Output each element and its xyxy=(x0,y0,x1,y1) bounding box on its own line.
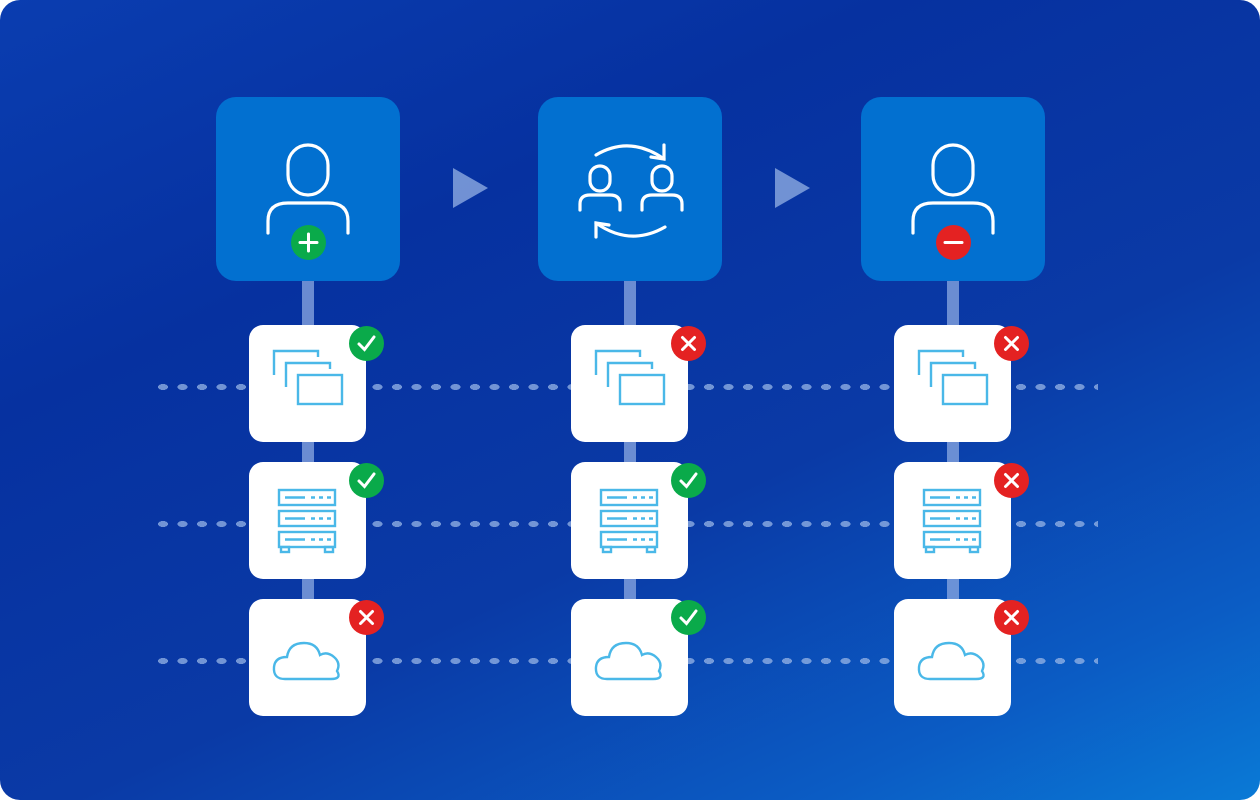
x-status-icon xyxy=(994,463,1029,498)
windows-resource-card xyxy=(571,325,688,442)
windows-icon xyxy=(917,349,989,406)
user-transfer-tile xyxy=(538,97,722,281)
minus-badge-icon xyxy=(936,225,971,260)
user-transfer-icon xyxy=(578,143,684,239)
cloud-resource-card xyxy=(249,599,366,716)
x-status-icon xyxy=(671,326,706,361)
check-status-icon xyxy=(349,463,384,498)
arrow-right-icon xyxy=(775,168,810,208)
server-resource-card xyxy=(571,462,688,579)
check-status-icon xyxy=(671,463,706,498)
cloud-icon xyxy=(917,641,985,681)
cloud-icon xyxy=(594,641,662,681)
x-status-icon xyxy=(994,600,1029,635)
x-status-icon xyxy=(994,326,1029,361)
server-resource-card xyxy=(249,462,366,579)
server-icon xyxy=(922,488,982,554)
windows-resource-card xyxy=(249,325,366,442)
windows-icon xyxy=(272,349,344,406)
plus-badge-icon xyxy=(291,225,326,260)
server-icon xyxy=(599,488,659,554)
cloud-resource-card xyxy=(571,599,688,716)
cloud-resource-card xyxy=(894,599,1011,716)
x-status-icon xyxy=(349,600,384,635)
server-resource-card xyxy=(894,462,1011,579)
server-icon xyxy=(277,488,337,554)
check-status-icon xyxy=(671,600,706,635)
user-remove-icon xyxy=(911,143,995,235)
user-add-icon xyxy=(266,143,350,235)
windows-icon xyxy=(594,349,666,406)
arrow-right-icon xyxy=(453,168,488,208)
windows-resource-card xyxy=(894,325,1011,442)
cloud-icon xyxy=(272,641,340,681)
check-status-icon xyxy=(349,326,384,361)
